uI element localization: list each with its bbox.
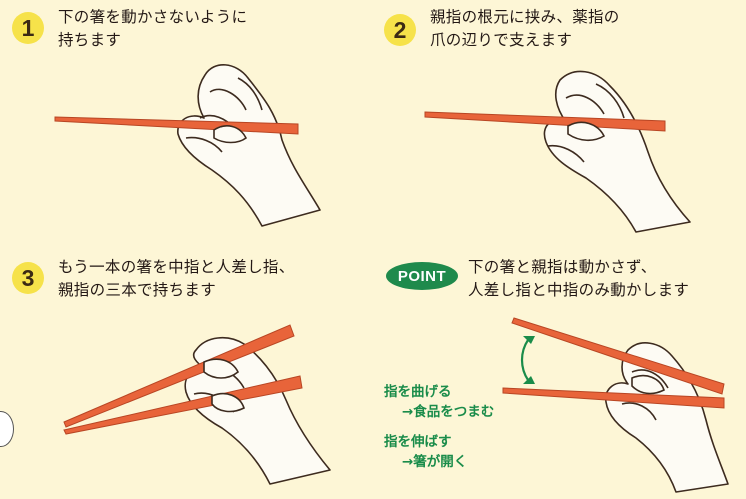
point-hand xyxy=(605,342,729,493)
step-2-chopstick xyxy=(424,111,666,132)
point-caption: 下の箸と親指は動かさず、 人差し指と中指のみ動かします xyxy=(468,256,689,302)
step-1-number-badge: 1 xyxy=(12,12,44,44)
bend-fingers-result: →食品をつまむ xyxy=(402,404,495,420)
point-caption-line2: 人差し指と中指のみ動かします xyxy=(468,281,690,299)
bend-fingers-note: 指を曲げる →食品をつまむ xyxy=(384,382,494,422)
point-motion-arrow xyxy=(520,336,535,384)
step-2-caption-line1: 親指の根元に挟み、薬指の xyxy=(430,8,620,26)
point-badge: POINT xyxy=(386,262,458,290)
step-3-number-badge: 3 xyxy=(12,262,44,294)
step-2-caption-line2: 爪の辺りで支えます xyxy=(430,31,573,49)
step-3-caption-line2: 親指の三本で持ちます xyxy=(58,281,217,299)
bend-fingers-title: 指を曲げる xyxy=(384,384,452,400)
point-caption-line1: 下の箸と親指は動かさず、 xyxy=(468,258,657,276)
stretch-fingers-result: →箸が開く xyxy=(402,454,468,470)
stretch-fingers-title: 指を伸ばす xyxy=(384,434,452,450)
stretch-fingers-note: 指を伸ばす →箸が開く xyxy=(384,432,467,472)
step-1-hand xyxy=(177,64,321,227)
step-1-caption-line2: 持ちます xyxy=(58,31,122,49)
step-1-caption-line1: 下の箸を動かさないように xyxy=(58,8,248,26)
step-2-number-badge: 2 xyxy=(384,14,416,46)
step-2-caption: 親指の根元に挟み、薬指の 爪の辺りで支えます xyxy=(430,6,620,52)
point-chopsticks xyxy=(502,317,725,409)
step-3-caption: もう一本の箸を中指と人差し指、 親指の三本で持ちます xyxy=(58,256,295,302)
step-1-caption: 下の箸を動かさないように 持ちます xyxy=(58,6,247,52)
step-3-caption-line1: もう一本の箸を中指と人差し指、 xyxy=(58,258,295,276)
